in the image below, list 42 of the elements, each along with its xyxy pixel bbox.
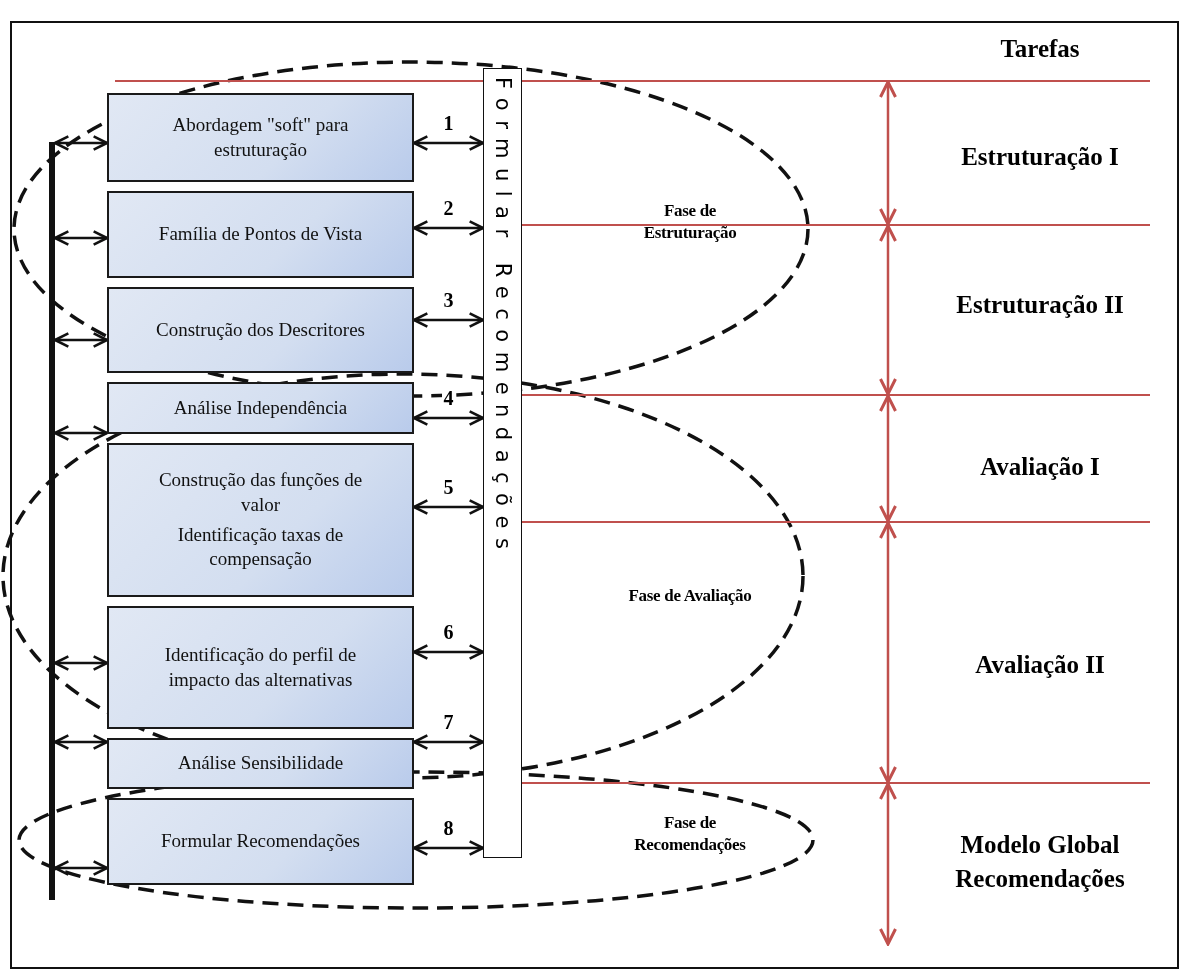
step-number: 3 [441, 290, 456, 310]
process-box [107, 287, 414, 373]
step-number: 6 [441, 622, 456, 642]
box-text: Análise Independência [173, 395, 348, 420]
phase-label: Fase de Estruturação [642, 200, 738, 245]
box-text: Identificação taxas de compensação [176, 523, 345, 572]
task-label: Estruturação I [960, 142, 1120, 172]
task-label: Modelo Global Recomendações [954, 830, 1126, 894]
vertical-label: Formular Recomendações [490, 77, 515, 561]
recommendations-bar [483, 68, 522, 858]
box-text: Formular Recomendações [161, 829, 360, 854]
process-box [107, 93, 414, 182]
task-label: Avaliação I [979, 452, 1101, 482]
double-arrow [53, 655, 109, 671]
step-number: 8 [441, 818, 456, 838]
box-text: Análise Sensibilidade [177, 751, 344, 776]
step-number: 7 [441, 712, 456, 732]
phase-label: Fase de Avaliação [627, 585, 753, 607]
process-box [107, 443, 414, 597]
task-label: Avaliação II [974, 650, 1106, 680]
process-box [107, 382, 414, 434]
step-number: 2 [441, 198, 456, 218]
step-number: 5 [441, 477, 456, 497]
process-box [107, 738, 414, 789]
column-heading: Tarefas [999, 34, 1081, 64]
box-text: Identificação do perfil de impacto das alternativas [163, 643, 358, 692]
task-label: Estruturação II [955, 290, 1125, 320]
process-box [107, 191, 414, 278]
double-arrow [53, 332, 109, 348]
process-box [107, 798, 414, 885]
process-box [107, 606, 414, 729]
box-text: Família de Pontos de Vista [158, 222, 363, 247]
box-text: Construção dos Descritores [156, 317, 365, 342]
double-arrow [53, 230, 109, 246]
step-number: 4 [441, 388, 456, 408]
box-text: Construção das funções de valor [157, 468, 364, 517]
double-arrow [53, 734, 109, 750]
double-arrow [53, 860, 109, 876]
box-text: Abordagem "soft" para estruturação [171, 113, 350, 162]
phase-label: Fase de Recomendações [633, 812, 747, 857]
double-arrow [53, 135, 109, 151]
double-arrow [53, 425, 109, 441]
